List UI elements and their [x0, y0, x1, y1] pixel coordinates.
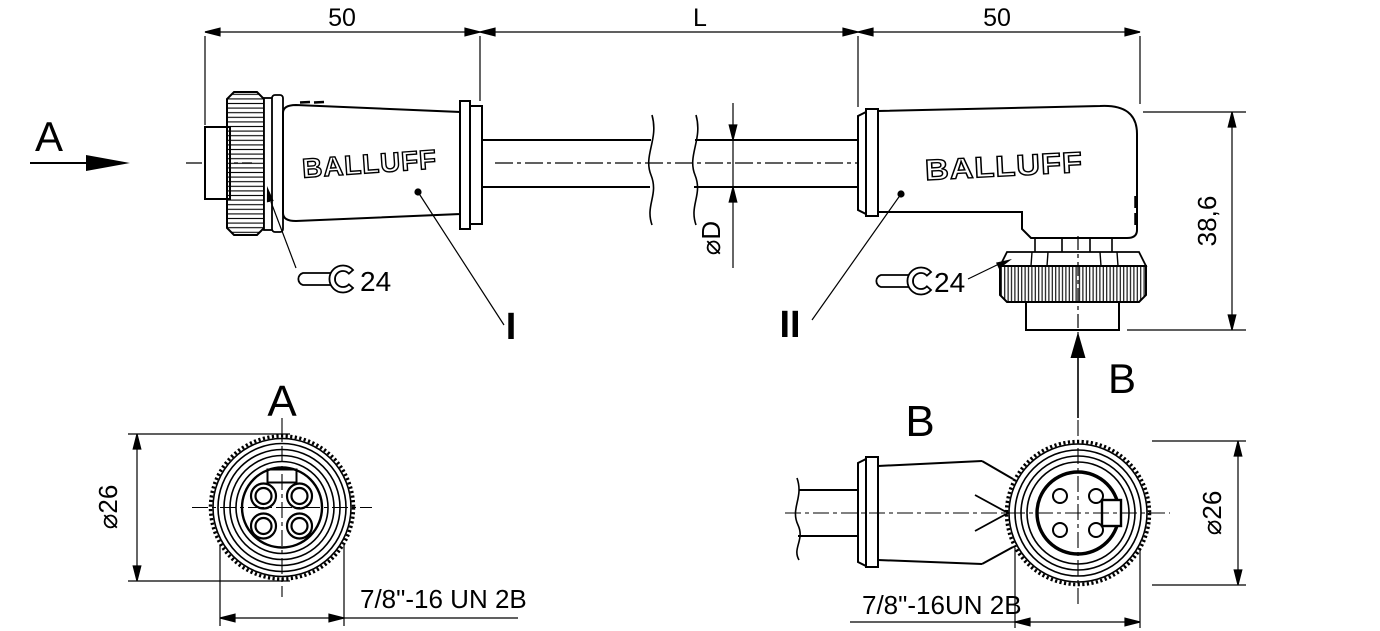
view-a: A ⌀26 — [93, 377, 527, 626]
dim-left-50: 50 — [328, 4, 356, 32]
dim-cable-diameter — [728, 103, 738, 268]
height-dimension-label: 38,6 — [1192, 196, 1222, 247]
view-b-cable — [794, 477, 858, 561]
view-b-diameter-label: ⌀26 — [1197, 491, 1227, 536]
callout-one: I — [414, 188, 516, 348]
view-b: B — [785, 397, 1246, 628]
cable-break-icon — [691, 114, 699, 226]
wrench-size-left: 24 — [360, 266, 391, 297]
dim-overall-top — [204, 27, 1141, 125]
pins — [1052, 488, 1104, 538]
straight-connector — [186, 91, 483, 236]
leader-arrow-icon — [996, 259, 1012, 269]
cable-break-icon — [647, 114, 655, 226]
view-a-direction-arrow-icon — [86, 155, 130, 171]
dim-view-a-diameter — [128, 433, 290, 582]
dim-view-b-diameter — [1152, 440, 1246, 586]
wrench-annotation-left: 24 — [266, 186, 391, 297]
wrench-icon — [297, 264, 355, 294]
wrench-size-right: 24 — [934, 267, 965, 298]
view-b-face — [785, 420, 1170, 607]
dim-view-b-thread — [850, 548, 1141, 628]
knurled-nut-right — [999, 265, 1147, 303]
dim-cable-length-L: L — [693, 4, 707, 32]
dim-view-a-thread — [219, 545, 518, 626]
callout-two-label: II — [779, 304, 800, 346]
connector-body-right — [877, 104, 1138, 239]
callout-two: II — [779, 190, 905, 346]
cable-diameter-label: ⌀D — [696, 221, 726, 255]
leader-arrow-icon — [266, 186, 274, 203]
knurled-nut-left — [226, 91, 265, 236]
view-direction-b: B — [1070, 332, 1136, 418]
view-a-thread-label: 7/8"-16 UN 2B — [360, 584, 527, 614]
view-b-direction-arrow-icon — [1070, 332, 1086, 358]
socket-holes — [249, 482, 314, 540]
view-a-title: A — [267, 377, 297, 426]
cable-break-icon — [794, 477, 801, 561]
body-ridge-notch — [974, 494, 1010, 532]
dim-right-50: 50 — [983, 4, 1011, 32]
wrench-icon — [875, 266, 933, 296]
view-a-arrow-label: A — [35, 113, 63, 160]
dim-height-right — [1127, 111, 1246, 331]
view-b-thread-label: 7/8"-16UN 2B — [862, 590, 1022, 620]
cable-main — [482, 114, 872, 226]
view-b-body — [857, 456, 1014, 568]
view-b-arrow-label: B — [1108, 355, 1136, 402]
view-a-diameter-label: ⌀26 — [93, 485, 123, 530]
wrench-annotation-right: 24 — [875, 259, 1012, 298]
view-b-title: B — [905, 397, 934, 446]
callout-one-label: I — [506, 306, 517, 348]
view-direction-a: A — [30, 113, 130, 171]
view-a-face — [192, 418, 372, 597]
angled-connector — [857, 104, 1148, 340]
